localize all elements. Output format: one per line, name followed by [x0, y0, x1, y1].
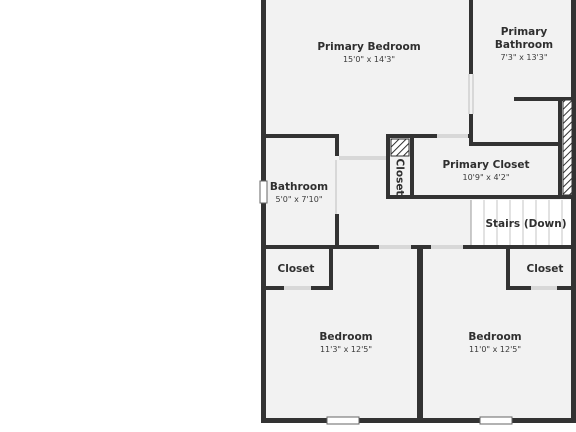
hall-closet-name: Closet	[394, 159, 406, 196]
windows	[259, 180, 513, 425]
walls	[261, 0, 576, 423]
openings	[284, 74, 557, 290]
room-labels: Primary Bedroom 15'0" x 14'3" Primary Ba…	[270, 26, 567, 354]
stairs-name: Stairs (Down)	[485, 218, 566, 230]
stairs	[470, 200, 571, 245]
hatched-block-right	[562, 99, 573, 196]
primary-closet-dims: 10'9" x 4'2"	[462, 173, 509, 182]
closet-left-name: Closet	[278, 263, 315, 275]
closet-right-name: Closet	[527, 263, 564, 275]
primary-bathroom-dims: 7'3" x 13'3"	[500, 53, 547, 62]
primary-bedroom-name: Primary Bedroom	[317, 41, 420, 53]
bathroom-dims: 5'0" x 7'10"	[275, 195, 322, 204]
primary-closet-name: Primary Closet	[442, 159, 529, 171]
bedroom-left-name: Bedroom	[319, 331, 372, 343]
primary-bathroom-name-line2: Bathroom	[495, 39, 553, 51]
bathroom-name: Bathroom	[270, 181, 328, 193]
primary-bathroom-name-line1: Primary	[501, 26, 548, 38]
bedroom-right-dims: 11'0" x 12'5"	[469, 345, 521, 354]
hatched-block-closet	[390, 138, 410, 157]
primary-bedroom-dims: 15'0" x 14'3"	[343, 55, 395, 64]
bedroom-right-name: Bedroom	[468, 331, 521, 343]
bedroom-left-dims: 11'3" x 12'5"	[320, 345, 372, 354]
